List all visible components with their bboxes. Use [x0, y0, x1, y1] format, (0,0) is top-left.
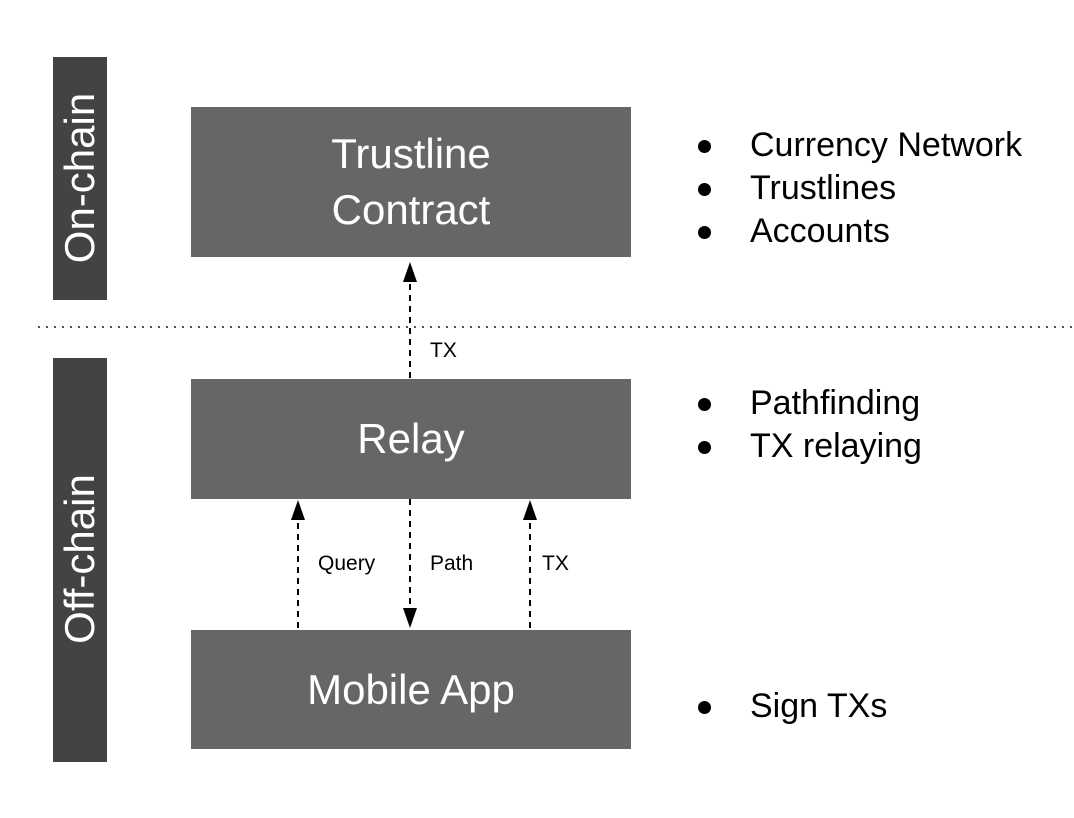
trustline-contract-label-line1: Trustline	[331, 130, 491, 177]
list-item: Accounts	[695, 210, 1022, 253]
on-chain-layer-label: On-chain	[56, 92, 103, 264]
arrowhead-up-icon	[403, 262, 417, 282]
off-chain-layer-label: Off-chain	[56, 474, 103, 644]
list-item: Currency Network	[695, 124, 1022, 167]
on-chain-layer-bar	[53, 57, 107, 300]
arrowhead-down-icon	[403, 608, 417, 628]
trustline-contract-features: Currency Network Trustlines Accounts	[695, 124, 1022, 253]
mobile-app-box: Mobile App	[191, 630, 631, 749]
edge-label-query: Query	[318, 552, 376, 575]
arrowhead-up-icon	[523, 500, 537, 520]
list-item: TX relaying	[695, 425, 922, 468]
trustline-contract-label-line2: Contract	[331, 186, 491, 233]
relay-features: Pathfinding TX relaying	[695, 382, 922, 468]
mobile-app-label: Mobile App	[307, 665, 515, 713]
edge-label-app-to-relay-tx: TX	[542, 552, 569, 575]
off-chain-layer-bar	[53, 358, 107, 762]
relay-label: Relay	[357, 415, 465, 462]
edge-label-relay-to-contract: TX	[430, 339, 457, 362]
edge-label-path: Path	[430, 552, 474, 575]
trustline-contract-box: Trustline Contract	[191, 107, 631, 257]
list-item: Sign TXs	[695, 685, 887, 728]
relay-box: Relay	[191, 379, 631, 499]
mobile-app-features: Sign TXs	[695, 685, 887, 728]
list-item: Pathfinding	[695, 382, 922, 425]
arrowhead-up-icon	[291, 500, 305, 520]
list-item: Trustlines	[695, 167, 1022, 210]
